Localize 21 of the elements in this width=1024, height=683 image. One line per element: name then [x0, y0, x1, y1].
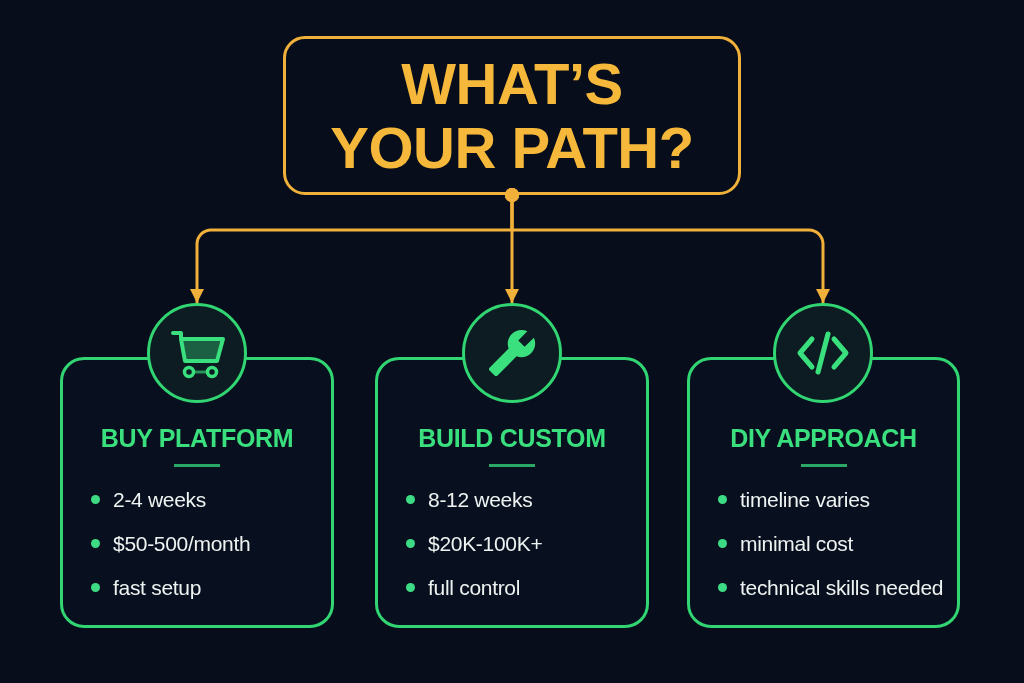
option-card — [60, 357, 334, 628]
bullet-text: $20K-100K+ — [428, 531, 543, 557]
question-text: WHAT’S YOUR PATH? — [329, 51, 695, 180]
arrow — [505, 188, 830, 303]
bullet-text: 8-12 weeks — [428, 487, 533, 513]
bullet-text: technical skills needed — [740, 575, 944, 601]
bullet-text: fast setup — [113, 575, 202, 601]
code-brackets-icon — [773, 303, 873, 403]
shopping-cart-icon — [147, 303, 247, 403]
wrench-icon — [462, 303, 562, 403]
card-heading: BUILD CUSTOM — [418, 423, 606, 454]
card-heading: BUY PLATFORM — [100, 423, 294, 454]
bullet-text: 2-4 weeks — [113, 487, 206, 513]
option-card — [687, 357, 960, 628]
option-card — [375, 357, 649, 628]
question-box — [283, 36, 741, 195]
bullet-text: full control — [428, 575, 521, 601]
card-heading: DIY APPROACH — [730, 423, 917, 454]
bullet-text: timeline varies — [740, 487, 870, 513]
bullet-text: minimal cost — [740, 531, 854, 557]
bullet-text: $50-500/month — [113, 531, 251, 557]
